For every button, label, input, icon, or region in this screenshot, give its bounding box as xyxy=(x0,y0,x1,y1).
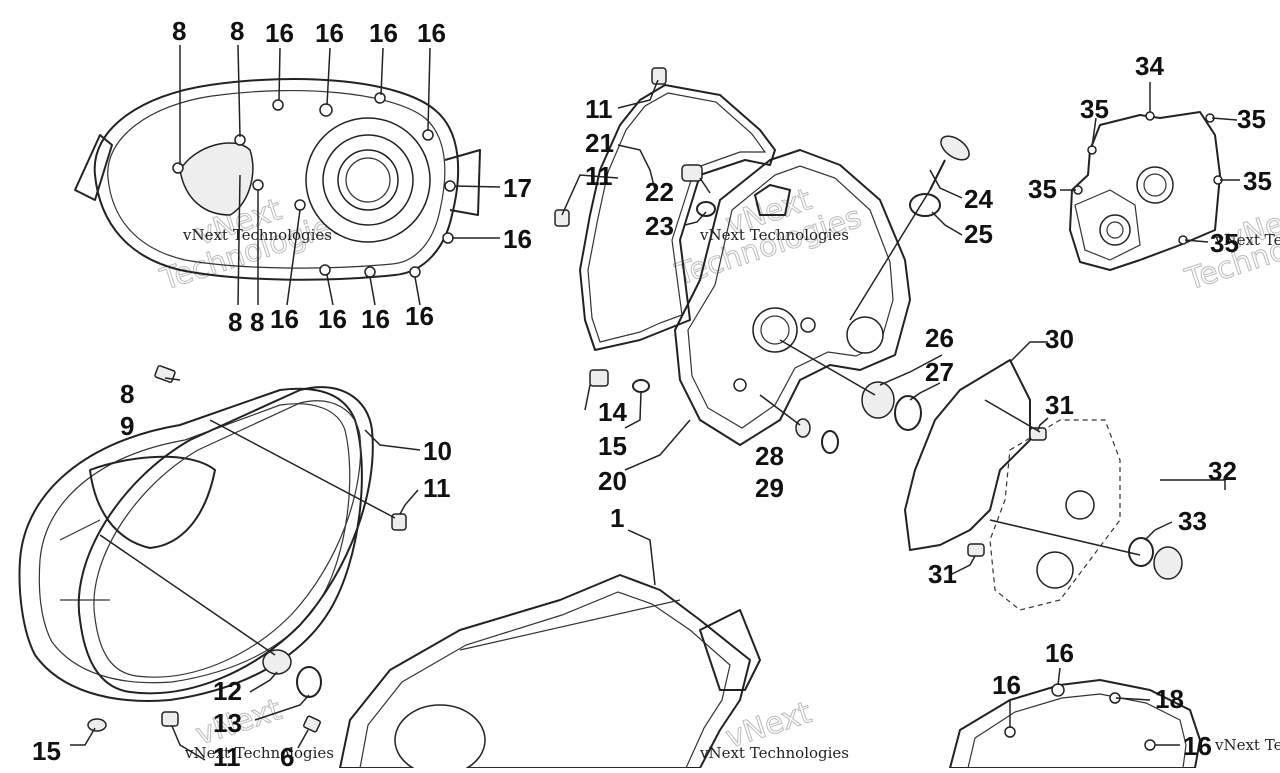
callout-30: 30 xyxy=(1045,324,1074,354)
callout-31: 31 xyxy=(928,559,957,589)
callout-13: 13 xyxy=(213,708,242,738)
callout-16: 16 xyxy=(503,224,532,254)
callout-34: 34 xyxy=(1135,51,1164,81)
watermark-small-2: vNext Technologies xyxy=(699,226,849,244)
crankcase-1 xyxy=(339,574,761,773)
callout-16: 16 xyxy=(1183,731,1212,761)
gasket-30 xyxy=(904,359,1031,551)
callout-8: 8 xyxy=(120,379,134,409)
callout-9: 9 xyxy=(120,411,134,441)
crankcase-center xyxy=(674,149,911,446)
callout-32: 32 xyxy=(1208,456,1237,486)
callout-25: 25 xyxy=(964,219,993,249)
callout-1: 1 xyxy=(610,503,624,533)
washer-15-bottom xyxy=(87,718,107,732)
callout-28: 28 xyxy=(755,441,784,471)
callout-16: 16 xyxy=(270,304,299,334)
watermark-small-4: vNext Technologies xyxy=(184,744,334,762)
o-ring-25 xyxy=(909,193,941,217)
callout-14: 14 xyxy=(598,397,627,427)
seal-28 xyxy=(795,418,811,438)
callout-8: 8 xyxy=(230,16,244,46)
ring-29 xyxy=(821,430,839,454)
callout-22: 22 xyxy=(645,177,674,207)
callout-8: 8 xyxy=(172,16,186,46)
washer-15 xyxy=(632,379,650,393)
callout-35: 35 xyxy=(1210,228,1239,258)
watermark-small-5: vNext Technologies xyxy=(699,744,849,762)
dowel-pin-top xyxy=(651,67,667,85)
cap-32 xyxy=(1153,546,1183,580)
bolt-6 xyxy=(303,715,321,733)
callout-15: 15 xyxy=(598,431,627,461)
dowel-pin-11-bottom xyxy=(161,711,179,727)
watermark-small-1: vNext Technologies xyxy=(182,226,332,244)
dowel-pin-11 xyxy=(391,513,407,531)
leader-lines xyxy=(70,44,1240,761)
callout-35: 35 xyxy=(1243,166,1272,196)
callout-16: 16 xyxy=(417,18,446,48)
clutch-outer-cover-top-left xyxy=(74,77,481,281)
dowel-pin-left xyxy=(554,209,570,227)
callout-33: 33 xyxy=(1178,506,1207,536)
callout-23: 23 xyxy=(645,211,674,241)
callout-16: 16 xyxy=(361,304,390,334)
callout-21: 21 xyxy=(585,128,614,158)
callout-35: 35 xyxy=(1237,104,1266,134)
callout-35: 35 xyxy=(1028,174,1057,204)
plug-14 xyxy=(589,369,609,387)
watermark-small-6: vNext Technologies xyxy=(1214,736,1280,754)
seal-26 xyxy=(861,381,895,419)
callout-16: 16 xyxy=(369,18,398,48)
callout-11: 11 xyxy=(585,94,613,124)
gasket-21 xyxy=(554,67,776,351)
callout-35: 35 xyxy=(1080,94,1109,124)
plug-22 xyxy=(681,164,703,182)
callout-16: 16 xyxy=(318,304,347,334)
callout-6: 6 xyxy=(280,742,294,768)
callout-16: 16 xyxy=(1045,638,1074,668)
dipstick-24 xyxy=(849,135,970,321)
callout-11: 11 xyxy=(423,473,451,503)
callout-11: 11 xyxy=(585,161,613,191)
callout-24: 24 xyxy=(964,184,993,214)
callout-16: 16 xyxy=(315,18,344,48)
dowel-pin-31-bottom xyxy=(967,543,985,557)
callout-18: 18 xyxy=(1155,684,1184,714)
callout-31: 31 xyxy=(1045,390,1074,420)
callout-15: 15 xyxy=(32,736,61,766)
washer-23 xyxy=(696,201,716,217)
cover-dashed-right xyxy=(989,419,1121,611)
clutch-cover-9 xyxy=(18,387,363,702)
retaining-ring-13 xyxy=(296,666,322,698)
callout-16: 16 xyxy=(992,670,1021,700)
watermark-small-3: vNext Technologies xyxy=(1214,231,1280,249)
callout-10: 10 xyxy=(423,436,452,466)
callout-11: 11 xyxy=(213,742,241,768)
callout-16: 16 xyxy=(405,301,434,331)
bolt-8-bottom xyxy=(154,365,176,383)
callout-29: 29 xyxy=(755,473,784,503)
callout-27: 27 xyxy=(925,357,954,387)
callout-8: 8 xyxy=(228,307,242,337)
cover-34-top-right xyxy=(1069,111,1223,271)
o-ring-33 xyxy=(1128,537,1154,567)
seal-12 xyxy=(262,649,292,675)
ring-27 xyxy=(894,395,922,431)
callout-8: 8 xyxy=(250,307,264,337)
callout-labels: 8 8 16 16 16 16 17 16 8 8 16 16 16 16 11… xyxy=(32,16,1272,772)
gasket-10 xyxy=(77,386,374,695)
callout-16: 16 xyxy=(265,18,294,48)
callout-20: 20 xyxy=(598,466,627,496)
callout-26: 26 xyxy=(925,323,954,353)
callout-12: 12 xyxy=(213,676,242,706)
callout-17: 17 xyxy=(503,173,532,203)
